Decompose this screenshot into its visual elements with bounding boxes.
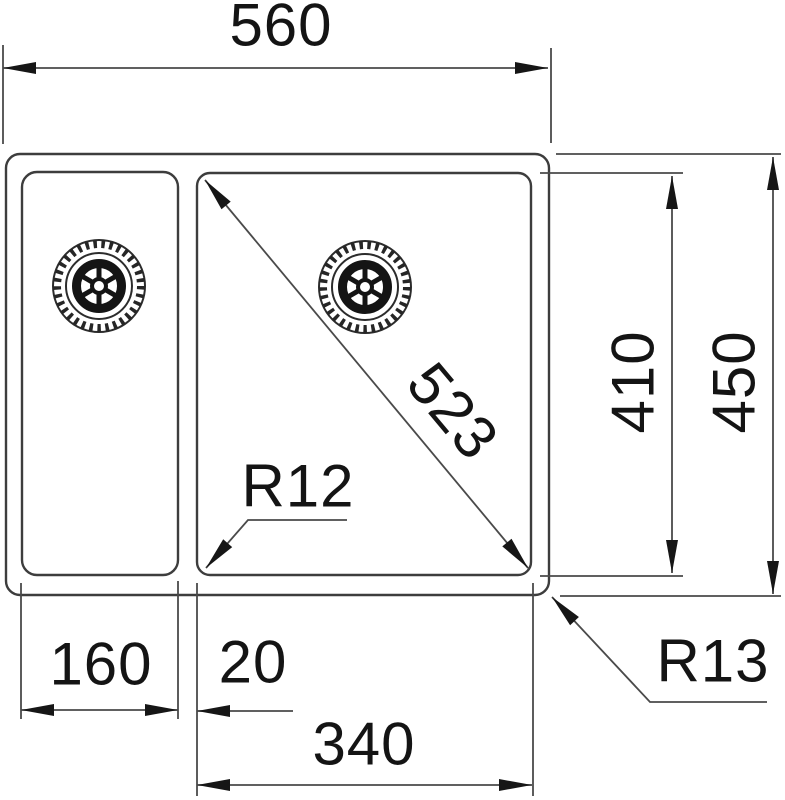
left-drain-grate-ring [72,259,126,313]
callout-outer-radius: R13 [551,596,769,703]
dimension-right-bowl-width: 340 [197,583,534,796]
left-drain-hub [90,277,108,295]
left-drain-knurl-ring [53,240,145,332]
arrow-down-right-icon [502,538,528,568]
sink-right-bowl [195,171,533,577]
right-drain-knurl-ring [319,241,411,333]
dimension-left-bowl-width: 160 [20,581,179,719]
arrow-up-left-icon [205,180,231,210]
arrow-right-icon [515,62,548,74]
dim-410-label: 410 [600,330,667,433]
arrow-left-icon [3,62,36,74]
radius-r12-label: R12 [241,453,354,520]
sink-outline-group [4,152,551,597]
arrow-down-icon [666,540,678,573]
right-drain-hub [356,278,374,296]
dimension-overall-depth: 450 [556,153,781,597]
dim-340-label: 340 [312,711,415,778]
radius-r13-label: R13 [656,628,769,695]
left-drain-icon [52,239,146,333]
arrow-up-icon [767,157,779,190]
dim-20-label: 20 [219,629,288,696]
right-drain-icon [318,240,412,334]
right-drain-grate-ring [338,260,392,314]
dim-450-label: 450 [701,330,768,433]
arrow-up-icon [666,176,678,209]
dim-160-label: 160 [49,631,152,698]
arrow-left-icon [21,704,54,716]
arrow-left-icon [197,705,230,717]
arrow-right-icon [499,779,532,791]
dimension-overall-width: 560 [2,0,552,144]
arrow-up-left-icon [552,597,579,626]
dimension-divider-width: 20 [196,583,293,796]
dim-560-label: 560 [229,0,332,59]
arrow-right-icon [145,704,178,716]
sink-left-bowl [20,170,180,577]
arrow-left-icon [197,779,230,791]
dimension-bowl-depth: 410 [540,172,683,577]
left-drain-mid-ring [65,252,133,320]
callout-inner-radius: R12 [205,453,354,569]
right-drain-mid-ring [331,253,399,321]
arrow-down-icon [767,561,779,594]
arrow-down-left-icon [206,539,233,568]
